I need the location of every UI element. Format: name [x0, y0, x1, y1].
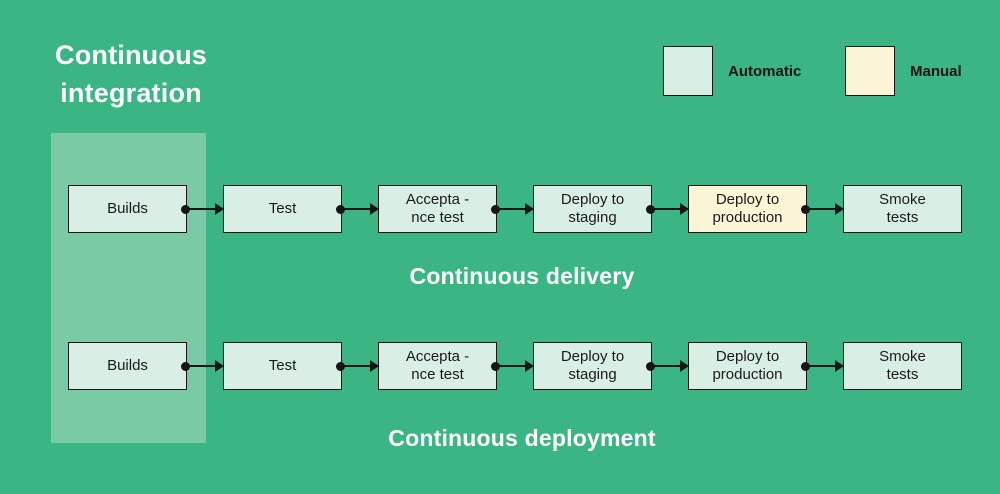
flow-arrow — [491, 342, 534, 390]
arrowhead-icon — [835, 203, 844, 215]
arrowhead-icon — [525, 203, 534, 215]
connector-line — [805, 365, 842, 367]
connector-dot-icon — [181, 204, 190, 214]
arrowhead-icon — [680, 203, 689, 215]
connector-dot-icon — [646, 361, 655, 371]
connector-dot-icon — [801, 361, 810, 371]
section-title-delivery: Continuous delivery — [409, 263, 635, 289]
connector-dot-icon — [336, 361, 345, 371]
connector-line — [340, 208, 377, 210]
connector-dot-icon — [491, 361, 500, 371]
node-deploy-staging: Deploy to staging — [533, 185, 652, 233]
connector-line — [340, 365, 377, 367]
node-deploy-production: Deploy to production — [688, 342, 807, 390]
connector-line — [650, 208, 687, 210]
connector-dot-icon — [646, 204, 655, 214]
node-smoke-tests: Smoke tests — [843, 185, 962, 233]
pipeline-row-delivery: Builds Test Accepta - nce test Deploy to… — [68, 185, 962, 233]
flow-arrow — [646, 342, 689, 390]
connector-line — [495, 208, 532, 210]
flow-arrow — [336, 342, 379, 390]
connector-dot-icon — [336, 204, 345, 214]
automatic-color-swatch — [663, 46, 713, 96]
node-deploy-production: Deploy to production — [688, 185, 807, 233]
node-builds: Builds — [68, 185, 187, 233]
legend-item-automatic: Automatic — [663, 46, 801, 96]
connector-dot-icon — [801, 204, 810, 214]
pipeline-row-deployment: Builds Test Accepta - nce test Deploy to… — [68, 342, 962, 390]
manual-color-swatch — [845, 46, 895, 96]
arrowhead-icon — [525, 360, 534, 372]
flow-arrow — [181, 185, 224, 233]
node-test: Test — [223, 342, 342, 390]
arrowhead-icon — [215, 203, 224, 215]
node-acceptance-test: Accepta - nce test — [378, 185, 497, 233]
arrowhead-icon — [215, 360, 224, 372]
connector-line — [650, 365, 687, 367]
arrowhead-icon — [370, 203, 379, 215]
arrowhead-icon — [835, 360, 844, 372]
connector-line — [185, 365, 222, 367]
connector-dot-icon — [181, 361, 190, 371]
connector-dot-icon — [491, 204, 500, 214]
node-builds: Builds — [68, 342, 187, 390]
flow-arrow — [336, 185, 379, 233]
legend-label-automatic: Automatic — [728, 62, 802, 80]
arrowhead-icon — [680, 360, 689, 372]
node-deploy-staging: Deploy to staging — [533, 342, 652, 390]
arrowhead-icon — [370, 360, 379, 372]
legend-item-manual: Manual — [845, 46, 962, 96]
page-title: Continuous integration — [55, 40, 207, 108]
flow-arrow — [181, 342, 224, 390]
legend-label-manual: Manual — [910, 62, 962, 80]
flow-arrow — [801, 342, 844, 390]
node-acceptance-test: Accepta - nce test — [378, 342, 497, 390]
flow-arrow — [491, 185, 534, 233]
connector-line — [495, 365, 532, 367]
node-test: Test — [223, 185, 342, 233]
flow-arrow — [801, 185, 844, 233]
flow-arrow — [646, 185, 689, 233]
continuous-integration-band — [51, 133, 206, 443]
connector-line — [185, 208, 222, 210]
section-title-deployment: Continuous deployment — [388, 425, 656, 451]
node-smoke-tests: Smoke tests — [843, 342, 962, 390]
connector-line — [805, 208, 842, 210]
